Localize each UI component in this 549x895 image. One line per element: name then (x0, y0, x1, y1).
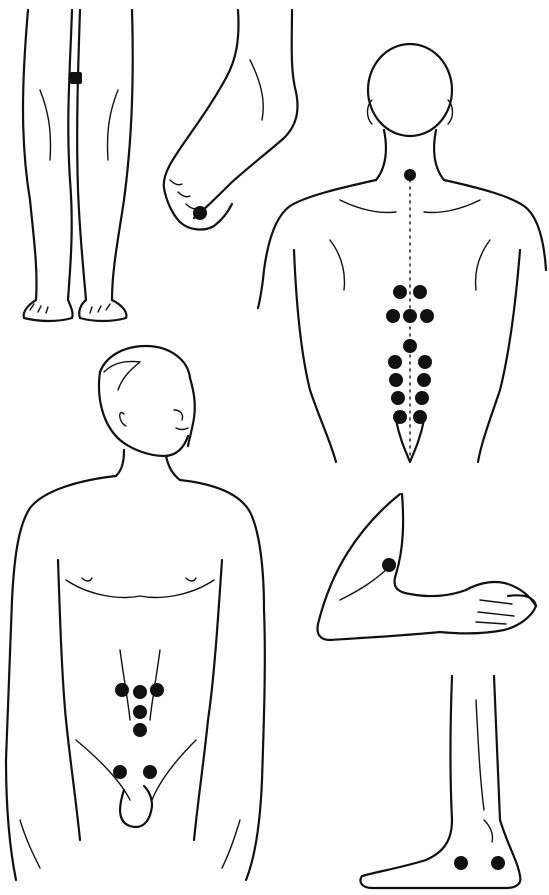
acupoint-dot (391, 391, 405, 405)
acupoint-dot (413, 285, 427, 299)
acupoint-dot (413, 410, 427, 424)
front-torso-view (6, 346, 265, 880)
lower-leg-ankle-view (360, 676, 520, 888)
acupoint-dot (404, 169, 416, 181)
arm-bent-view (318, 494, 537, 640)
legs-front-view (23, 10, 133, 321)
acupoint-dot (193, 206, 207, 220)
acupoint-dot (454, 856, 468, 870)
acupoint-dot (143, 765, 157, 779)
acupoint-dot (133, 723, 147, 737)
acupoint-dot (389, 373, 403, 387)
acupoint-dot (393, 410, 407, 424)
acupoint-dot (150, 683, 164, 697)
acupoint-dot (403, 309, 417, 323)
acupoint-dot (417, 373, 431, 387)
acupoint-dot (403, 339, 417, 353)
acupoint-dot (70, 72, 82, 84)
acupoint-dot (415, 391, 429, 405)
acupoint-dot (386, 309, 400, 323)
acupoint-dot (420, 309, 434, 323)
acupoint-dot (418, 355, 432, 369)
acupoint-dot (133, 685, 147, 699)
acupoint-dot (388, 355, 402, 369)
acupoint-dot (133, 705, 147, 719)
foot-side-view (164, 10, 298, 229)
acupoint-dot (382, 558, 396, 572)
back-view (258, 44, 546, 462)
acupoint-dot (393, 285, 407, 299)
acupoint-dot (113, 765, 127, 779)
acupoint-dot (491, 856, 505, 870)
acupoint-dot (115, 683, 129, 697)
